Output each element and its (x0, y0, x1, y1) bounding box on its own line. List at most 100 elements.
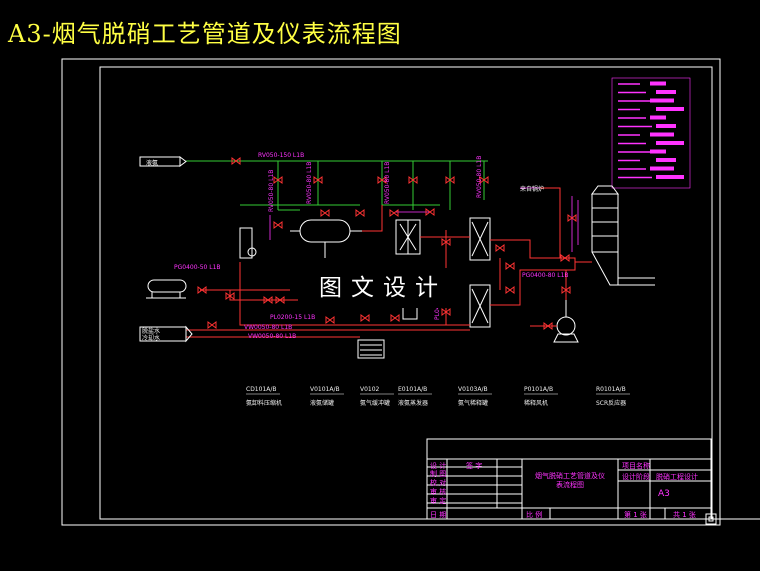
tb-project-label: 项目名称 (622, 462, 650, 470)
valve-icon (408, 176, 418, 184)
legend-row-text (656, 90, 676, 94)
legend-row-text (650, 132, 674, 137)
equipment-tag: E0101A/B (398, 386, 428, 393)
tb-drawing-name: 烟气脱硝工艺管道及仪 表流程图 (535, 472, 605, 489)
reactors (469, 217, 491, 328)
valve-icon (320, 209, 330, 217)
valve-icon (197, 286, 207, 294)
line-label-pg-right: PG0400-80 L1B (522, 272, 569, 279)
tb-sheet-right: 共 1 张 (673, 511, 696, 519)
legend-row-text (650, 115, 666, 120)
air-compressor (146, 279, 187, 299)
valve-icon (390, 314, 400, 322)
tb-row-review: 审 核 (430, 488, 447, 496)
equipment-tag: R0101A/B (596, 386, 626, 393)
valve-icon (325, 316, 335, 324)
valve-icon (263, 296, 273, 304)
legend-row-text (656, 175, 684, 179)
line-label-pg-left: PG0400-50 L1B (174, 264, 221, 271)
legend-row-text (650, 149, 666, 154)
valve-icon (231, 157, 241, 165)
equipment-tag: V0103A/B (458, 386, 488, 393)
equipment-name: 氨气稀释罐 (458, 400, 489, 407)
valve-icon (543, 322, 553, 330)
scr-column (591, 185, 655, 286)
valve-icon (313, 176, 323, 184)
page-title: A3-烟气脱硝工艺管道及仪表流程图 (8, 20, 402, 48)
valve-icon (360, 314, 370, 322)
tb-row-date: 日 期 (430, 511, 447, 519)
tb-col-signature: 签 字 (466, 462, 483, 470)
left-drum (239, 227, 253, 259)
equipment-tag: V0101A/B (310, 386, 340, 393)
nh3-inlet-label: 液氨 (146, 160, 159, 167)
storage-tank (290, 219, 362, 258)
equipment-name: 液氨储罐 (310, 400, 335, 407)
tb-scale-label: 比 例 (526, 511, 543, 519)
equipment-name: 稀释风机 (524, 400, 549, 407)
equipment-name: 氨卸料压缩机 (246, 400, 283, 407)
equipment-name: SCR反应器 (596, 400, 627, 407)
tb-size: A3 (658, 489, 670, 499)
valve-icon (445, 176, 455, 184)
equipment-tag: P0101A/B (524, 386, 554, 393)
tb-row-check: 校 对 (430, 479, 447, 487)
valve-icon (561, 286, 571, 294)
title-block (426, 438, 712, 520)
evaporator (395, 219, 421, 255)
valve-icon (425, 208, 435, 216)
legend-row-text (656, 124, 676, 128)
tb-project-value: 脱硝工程设计 (656, 473, 698, 481)
line-label-vw2: VW0050-80 L1B (248, 333, 297, 340)
line-label-pl-mid: PL0200-15 L1B (270, 314, 316, 321)
equipment-tag: V0102 (360, 386, 380, 393)
legend-block (611, 77, 691, 189)
small-equipment (402, 306, 418, 320)
valve-icon (495, 244, 505, 252)
tb-row-approve: 审 定 (430, 497, 447, 505)
outer-frame (61, 58, 721, 526)
valve-icon (505, 262, 515, 270)
line-label-branch4: RV050-80 L1B (476, 155, 483, 198)
equipment-name: 氨气缓冲罐 (360, 400, 391, 407)
legend-row-text (656, 141, 684, 145)
tb-phase-label: 设计阶段 (622, 473, 650, 481)
legend-row-text (650, 98, 674, 103)
equipment-tag: CD101A/B (246, 386, 277, 393)
inner-frame (99, 66, 713, 520)
instrument-lines (269, 187, 579, 252)
equipment-name: 液氨蒸发器 (398, 400, 429, 407)
line-label-branch3: RV050-80 L1B (384, 161, 391, 204)
valve-icon (377, 176, 387, 184)
valve-icon (560, 254, 570, 262)
water-tank (357, 339, 385, 359)
valve-icon (355, 209, 365, 217)
valve-icon (441, 308, 451, 316)
dilution-fan (553, 300, 579, 343)
tb-row-draw: 制 图 (430, 470, 447, 478)
valves (197, 157, 577, 330)
valve-icon (479, 176, 489, 184)
legend-row-text (650, 166, 674, 171)
legend-row-text (656, 158, 676, 162)
valve-icon (441, 238, 451, 246)
line-label-branch1: RV050-80 L1B (268, 169, 275, 212)
line-label-branch2: RV050-80 L1B (306, 161, 313, 204)
watermark: 图文设计 (298, 268, 468, 308)
valve-icon (207, 321, 217, 329)
valve-icon (275, 296, 285, 304)
valve-icon (273, 176, 283, 184)
valve-icon (567, 214, 577, 222)
valve-icon (389, 209, 399, 217)
valve-icon (273, 221, 283, 229)
red-pipelines (186, 187, 592, 338)
nh3-pipelines (186, 160, 488, 211)
water-inlet-label: 脱盐水 冷却水 (142, 328, 161, 342)
tb-sheet-left: 第 1 张 (624, 511, 647, 519)
line-label-nh3-main: RV050-150 L1B (258, 152, 305, 159)
legend-row-text (650, 81, 666, 86)
legend-row-text (656, 107, 684, 111)
valve-icon (505, 286, 515, 294)
legend-lines (618, 81, 684, 179)
